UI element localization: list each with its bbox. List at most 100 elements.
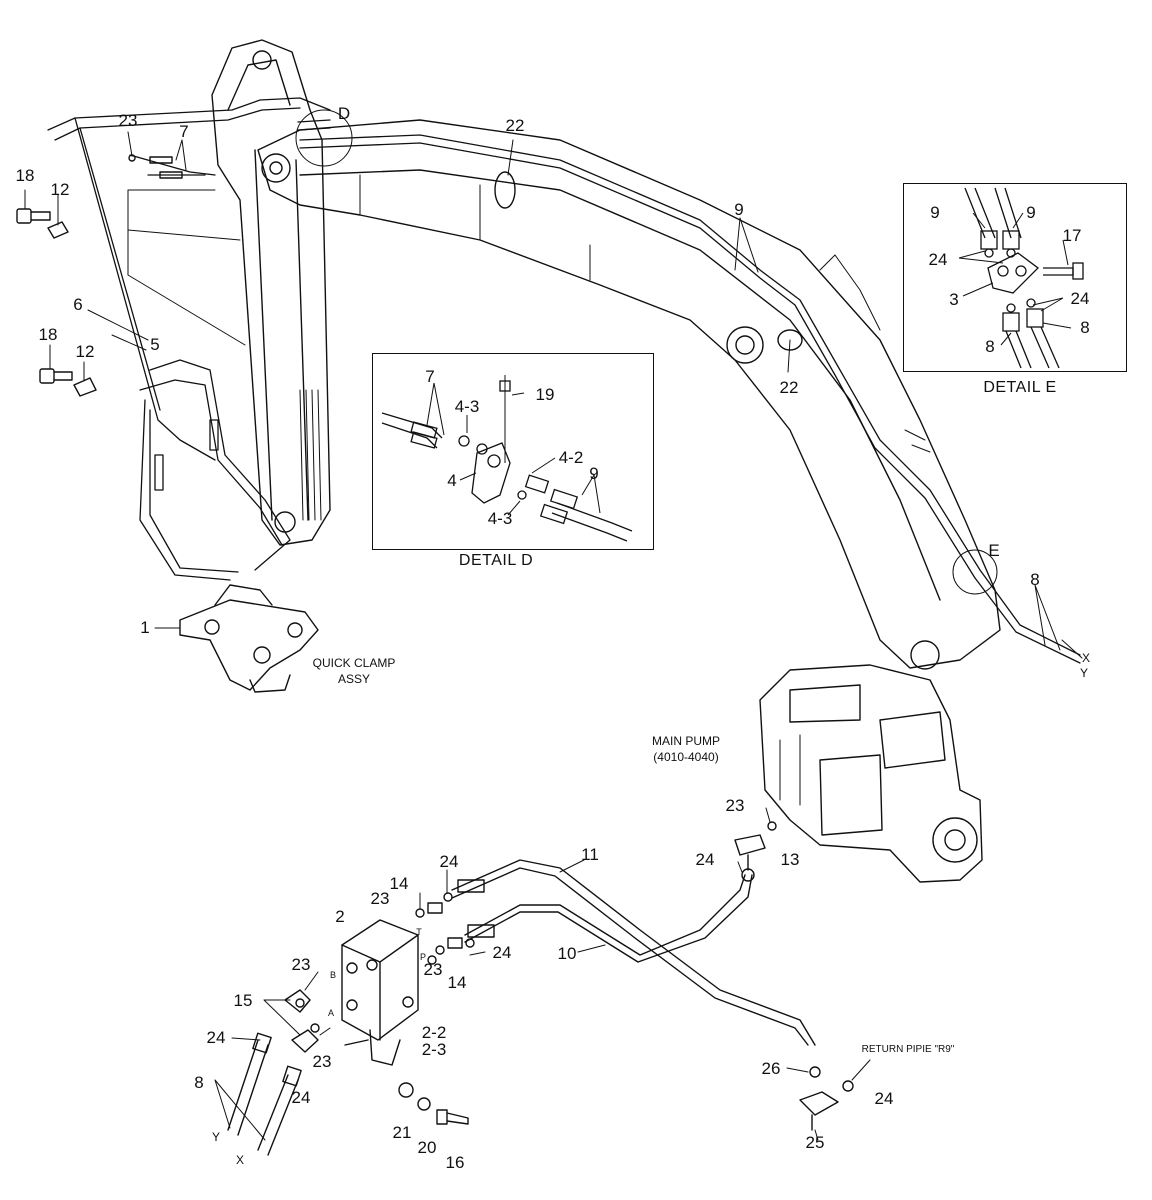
part-label-24: 24 bbox=[1070, 289, 1090, 308]
part-label-7: 7 bbox=[425, 367, 435, 386]
part-label-e-marker: E bbox=[988, 541, 1000, 560]
clamp-12-upper bbox=[47, 221, 69, 239]
tee-13 bbox=[734, 821, 777, 882]
tee-25 bbox=[799, 1059, 871, 1131]
clip-22 bbox=[494, 171, 803, 351]
part-label-23: 23 bbox=[118, 111, 138, 130]
arm-pipes bbox=[47, 97, 331, 581]
part-label-2-2: 2-2 bbox=[421, 1023, 447, 1042]
part-label-8: 8 bbox=[985, 337, 995, 356]
detail-d-frame bbox=[372, 353, 654, 550]
part-label-18: 18 bbox=[38, 325, 58, 344]
leader-lines-lower bbox=[231, 807, 819, 1141]
leader-lines bbox=[24, 131, 1083, 659]
detail-d-caption: DETAIL D bbox=[458, 552, 534, 569]
boom-pipes bbox=[297, 119, 1081, 664]
arm-side-plate bbox=[127, 189, 246, 346]
part-label-7: 7 bbox=[179, 122, 189, 141]
detail-e-frame bbox=[903, 183, 1127, 372]
quick-clamp-assembly bbox=[179, 584, 319, 693]
bolt-18-lower bbox=[39, 368, 73, 384]
part-label-4: 4 bbox=[447, 471, 457, 490]
part-label-9: 9 bbox=[734, 200, 744, 219]
part-label-17: 17 bbox=[1062, 226, 1082, 245]
detail-d-drawing bbox=[381, 375, 633, 542]
marker-y: Y bbox=[1079, 666, 1089, 680]
main-pump bbox=[759, 664, 983, 883]
part-label-26: 26 bbox=[761, 1059, 781, 1078]
part-label-24: 24 bbox=[928, 250, 948, 269]
part-label-6: 6 bbox=[73, 295, 83, 314]
part-label-14: 14 bbox=[447, 973, 467, 992]
part-label-18: 18 bbox=[15, 166, 35, 185]
port-label-t: T bbox=[416, 927, 422, 937]
valve-port-fittings bbox=[415, 892, 475, 965]
part-label-12: 12 bbox=[50, 180, 70, 199]
part-label-8: 8 bbox=[194, 1073, 204, 1092]
part-label-25: 25 bbox=[805, 1133, 825, 1152]
part-label-23: 23 bbox=[370, 889, 390, 908]
port-label-p: P bbox=[419, 952, 427, 962]
part-label-3: 3 bbox=[949, 290, 959, 309]
part-label-2-3: 2-3 bbox=[421, 1040, 447, 1059]
part-label-23: 23 bbox=[725, 796, 745, 815]
detail-e-drawing bbox=[958, 187, 1084, 369]
part-label-23: 23 bbox=[312, 1052, 332, 1071]
part-label-15: 15 bbox=[233, 991, 253, 1010]
part-label-8: 8 bbox=[1030, 570, 1040, 589]
part-label-20: 20 bbox=[417, 1138, 437, 1157]
washer-20 bbox=[417, 1097, 431, 1111]
part-label-24: 24 bbox=[206, 1028, 226, 1047]
main-pump-caption-line1: MAIN PUMP bbox=[651, 734, 721, 748]
part-label-24: 24 bbox=[874, 1089, 894, 1108]
part-label-4-2: 4-2 bbox=[558, 448, 584, 467]
bolt-16 bbox=[436, 1109, 469, 1125]
port-label-a: A bbox=[327, 1008, 335, 1018]
part-label-4-3: 4-3 bbox=[454, 397, 480, 416]
part-label-9: 9 bbox=[930, 203, 940, 222]
part-label-5: 5 bbox=[150, 335, 160, 354]
marker-x: X bbox=[1081, 651, 1091, 665]
arm-structure bbox=[211, 39, 331, 546]
part-label-4-3: 4-3 bbox=[487, 509, 513, 528]
part-label-9: 9 bbox=[1026, 203, 1036, 222]
return-pipe-caption: RETURN PIPIE "R9" bbox=[861, 1044, 955, 1055]
marker-x: X bbox=[235, 1153, 245, 1167]
part-label-1: 1 bbox=[140, 618, 150, 637]
hose-7-fittings bbox=[128, 154, 183, 179]
part-label-13: 13 bbox=[780, 850, 800, 869]
quick-clamp-caption-line1: QUICK CLAMP bbox=[312, 656, 396, 670]
part-label-19: 19 bbox=[535, 385, 555, 404]
part-label-24: 24 bbox=[291, 1088, 311, 1107]
hoses-8-lower bbox=[214, 1032, 302, 1156]
part-label-24: 24 bbox=[695, 850, 715, 869]
part-label-8: 8 bbox=[1080, 318, 1090, 337]
clamp-12-lower bbox=[73, 377, 97, 397]
detail-d-marker-circle bbox=[295, 109, 353, 167]
washer-21 bbox=[398, 1082, 414, 1098]
part-label-2: 2 bbox=[335, 907, 345, 926]
detail-e-caption: DETAIL E bbox=[983, 379, 1057, 396]
part-label-23: 23 bbox=[423, 960, 443, 979]
part-label-10: 10 bbox=[557, 944, 577, 963]
valve-block bbox=[341, 919, 419, 1066]
part-label-24: 24 bbox=[439, 852, 459, 871]
main-pump-caption-line2: (4010-4040) bbox=[653, 750, 719, 764]
part-label-22: 22 bbox=[505, 116, 525, 135]
part-label-23: 23 bbox=[291, 955, 311, 974]
marker-y: Y bbox=[211, 1130, 221, 1144]
part-label-14: 14 bbox=[389, 874, 409, 893]
part-label-9: 9 bbox=[589, 464, 599, 483]
part-label-11: 11 bbox=[581, 845, 599, 864]
boom-structure bbox=[257, 119, 1001, 670]
bolt-18-upper bbox=[16, 208, 51, 224]
part-label-12: 12 bbox=[75, 342, 95, 361]
part-label-d-marker: D bbox=[337, 104, 351, 123]
part-label-21: 21 bbox=[392, 1123, 412, 1142]
elbows-15 bbox=[284, 989, 320, 1053]
part-label-22: 22 bbox=[779, 378, 799, 397]
quick-clamp-caption-line2: ASSY bbox=[337, 672, 371, 686]
detail-e-marker-circle bbox=[952, 549, 998, 595]
port-label-b: B bbox=[329, 970, 337, 980]
